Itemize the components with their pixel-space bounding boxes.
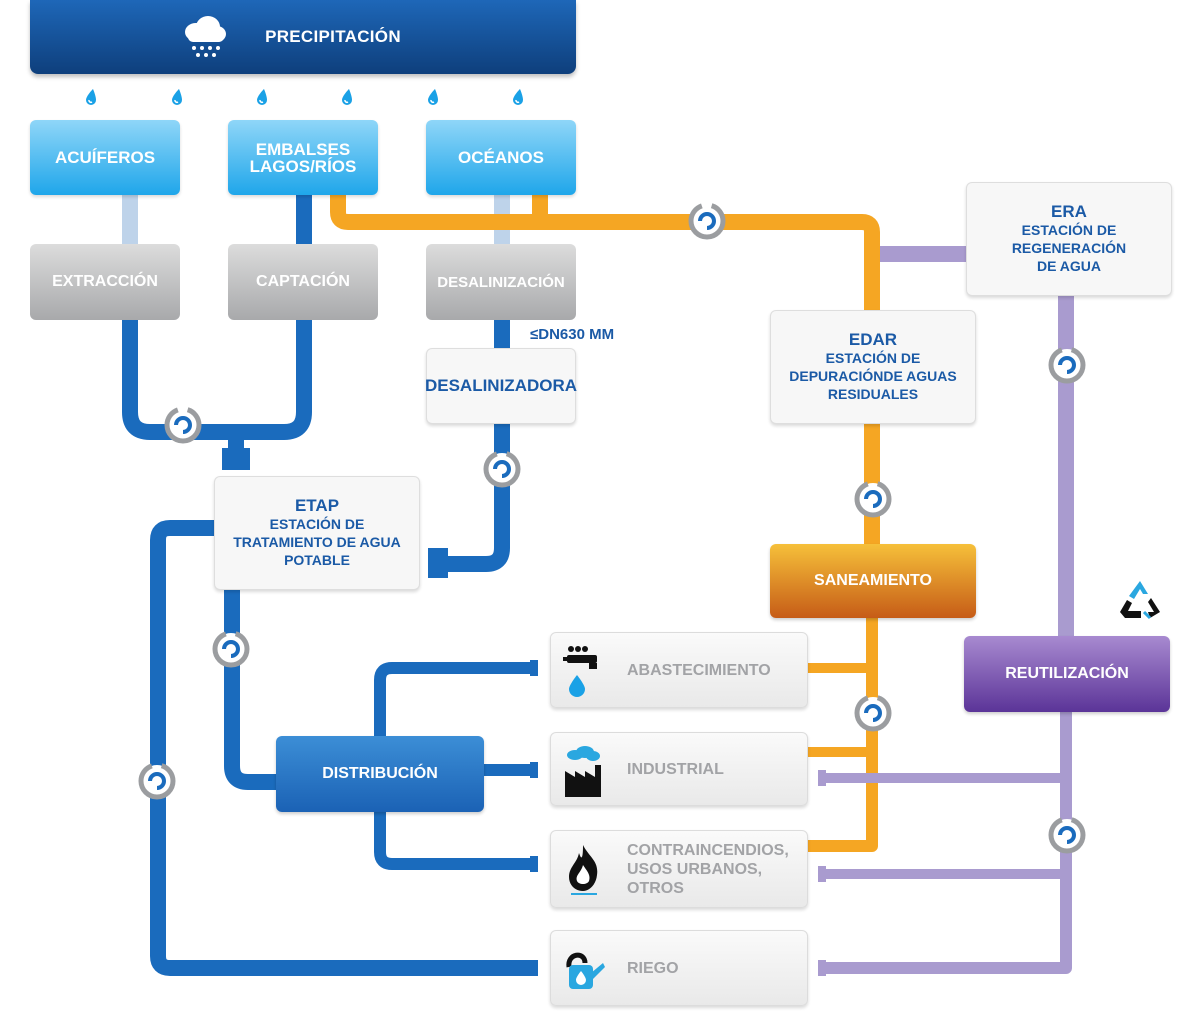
valve-icon xyxy=(854,694,892,732)
contraincendios-box: CONTRAINCENDIOS, USOS URBANOS, OTROS xyxy=(550,830,808,908)
reutilizacion-label: REUTILIZACIÓN xyxy=(1005,665,1129,682)
connector-desal-etap xyxy=(428,548,448,578)
valve-icon xyxy=(138,762,176,800)
reutilizacion-box: REUTILIZACIÓN xyxy=(964,636,1170,712)
desalinizacion-box: DESALINIZACIÓN xyxy=(426,244,576,320)
watering-can-icon xyxy=(566,952,605,989)
pipe-purple-reu-down xyxy=(818,710,1072,974)
page-title: PRECIPITACIÓN xyxy=(265,27,401,46)
era-line2: REGENERACIÓN xyxy=(1011,240,1127,256)
rain-cloud-icon xyxy=(185,16,226,57)
valve-icon xyxy=(688,202,726,240)
pipe-blue-etap-dist xyxy=(224,590,280,790)
recycle-icon xyxy=(1120,581,1160,620)
valve-icon xyxy=(212,630,250,668)
contraincendios-label-group: CONTRAINCENDIOS, USOS URBANOS, OTROS xyxy=(627,841,789,898)
water-drop-icon xyxy=(342,89,352,105)
era-line1: ESTACIÓN DE xyxy=(1021,222,1117,238)
connector-purple-riego xyxy=(818,960,826,976)
connector-etap-top xyxy=(222,448,250,470)
pipe-orange-top xyxy=(330,194,880,312)
valve-icon xyxy=(483,450,521,488)
era-title: ERA xyxy=(1051,202,1087,221)
water-drop-icon xyxy=(428,89,438,105)
etap-line1: ESTACIÓN DE xyxy=(269,516,365,532)
abastecimiento-box: ABASTECIMIENTO xyxy=(550,632,808,708)
precipitacion-banner: PRECIPITACIÓN xyxy=(30,0,576,74)
usos-urbanos-label: USOS URBANOS, xyxy=(627,860,763,878)
connector-purple-indus xyxy=(818,770,826,786)
desalinizadora-box: DESALINIZADORA xyxy=(424,348,578,424)
water-drop-icon xyxy=(86,89,96,105)
embalses-label: EMBALSES xyxy=(255,139,351,159)
contraincendios-label: CONTRAINCENDIOS, xyxy=(627,841,789,859)
connector-riego xyxy=(530,960,538,976)
edar-line2: DEPURACIÓNDE AGUAS xyxy=(789,368,957,384)
extraccion-label: EXTRACCIÓN xyxy=(52,273,158,290)
riego-label: RIEGO xyxy=(627,959,679,977)
water-drop-icon xyxy=(513,89,523,105)
connector-purple-contra xyxy=(818,866,826,882)
era-line3: DE AGUA xyxy=(1036,258,1102,274)
edar-line1: ESTACIÓN DE xyxy=(825,350,921,366)
captacion-label: CAPTACIÓN xyxy=(256,273,350,290)
pipe-blue-riego xyxy=(150,520,534,976)
water-drop-icon xyxy=(257,89,267,105)
edar-box: EDAR ESTACIÓN DE DEPURACIÓNDE AGUAS RESI… xyxy=(770,310,976,424)
valve-icon xyxy=(1048,816,1086,854)
pipe-orange-return xyxy=(808,616,878,852)
connector-abast xyxy=(530,660,538,676)
edar-title: EDAR xyxy=(848,330,898,349)
pipe-blue-dist-contra xyxy=(374,810,534,870)
valve-icon xyxy=(854,480,892,518)
abastecimiento-label: ABASTECIMIENTO xyxy=(627,661,771,679)
factory-icon xyxy=(565,746,601,797)
embalses-box: EMBALSES LAGOS/RÍOS xyxy=(228,120,378,195)
faucet-icon xyxy=(563,646,597,697)
etap-title: ETAP xyxy=(294,496,340,515)
connector-indus xyxy=(530,762,538,778)
acuiferos-label: ACUÍFEROS xyxy=(54,148,156,167)
pipe-blue-extraccion xyxy=(122,194,312,440)
pipe-blue-dist-abast xyxy=(374,662,534,738)
acuiferos-box: ACUÍFEROS xyxy=(30,120,180,195)
desalinizadora-label: DESALINIZADORA xyxy=(424,376,578,395)
saneamiento-label: SANEAMIENTO xyxy=(814,572,932,589)
etap-line2: TRATAMIENTO DE AGUA xyxy=(233,534,401,550)
etap-line3: POTABLE xyxy=(284,552,350,568)
oceanos-label: OCÉANOS xyxy=(458,148,544,167)
pipe-diameter-label: ≤DN630 MM xyxy=(530,326,615,343)
era-box: ERA ESTACIÓN DE REGENERACIÓN DE AGUA xyxy=(966,182,1172,296)
captacion-box: CAPTACIÓN xyxy=(228,244,378,320)
industrial-label: INDUSTRIAL xyxy=(627,760,724,778)
distribucion-label: DISTRIBUCIÓN xyxy=(322,765,438,782)
water-drop-icon xyxy=(172,89,182,105)
industrial-box: INDUSTRIAL xyxy=(550,732,808,806)
connector-contra xyxy=(530,856,538,872)
lagos-rios-label: LAGOS/RÍOS xyxy=(249,156,357,176)
riego-box: RIEGO xyxy=(550,930,808,1006)
desalinizacion-label: DESALINIZACIÓN xyxy=(437,273,565,291)
otros-label: OTROS xyxy=(627,879,684,897)
distribucion-box: DISTRIBUCIÓN xyxy=(276,736,484,812)
edar-line3: RESIDUALES xyxy=(827,386,919,402)
oceanos-box: OCÉANOS xyxy=(426,120,576,195)
fire-icon xyxy=(569,845,598,895)
etap-box: ETAP ESTACIÓN DE TRATAMIENTO DE AGUA POT… xyxy=(214,476,420,590)
valve-icon xyxy=(164,406,202,444)
valve-icon xyxy=(1048,346,1086,384)
pipe-blue-desaladora-etap xyxy=(432,424,510,572)
extraccion-box: EXTRACCIÓN xyxy=(30,244,180,320)
saneamiento-box: SANEAMIENTO xyxy=(770,544,976,618)
